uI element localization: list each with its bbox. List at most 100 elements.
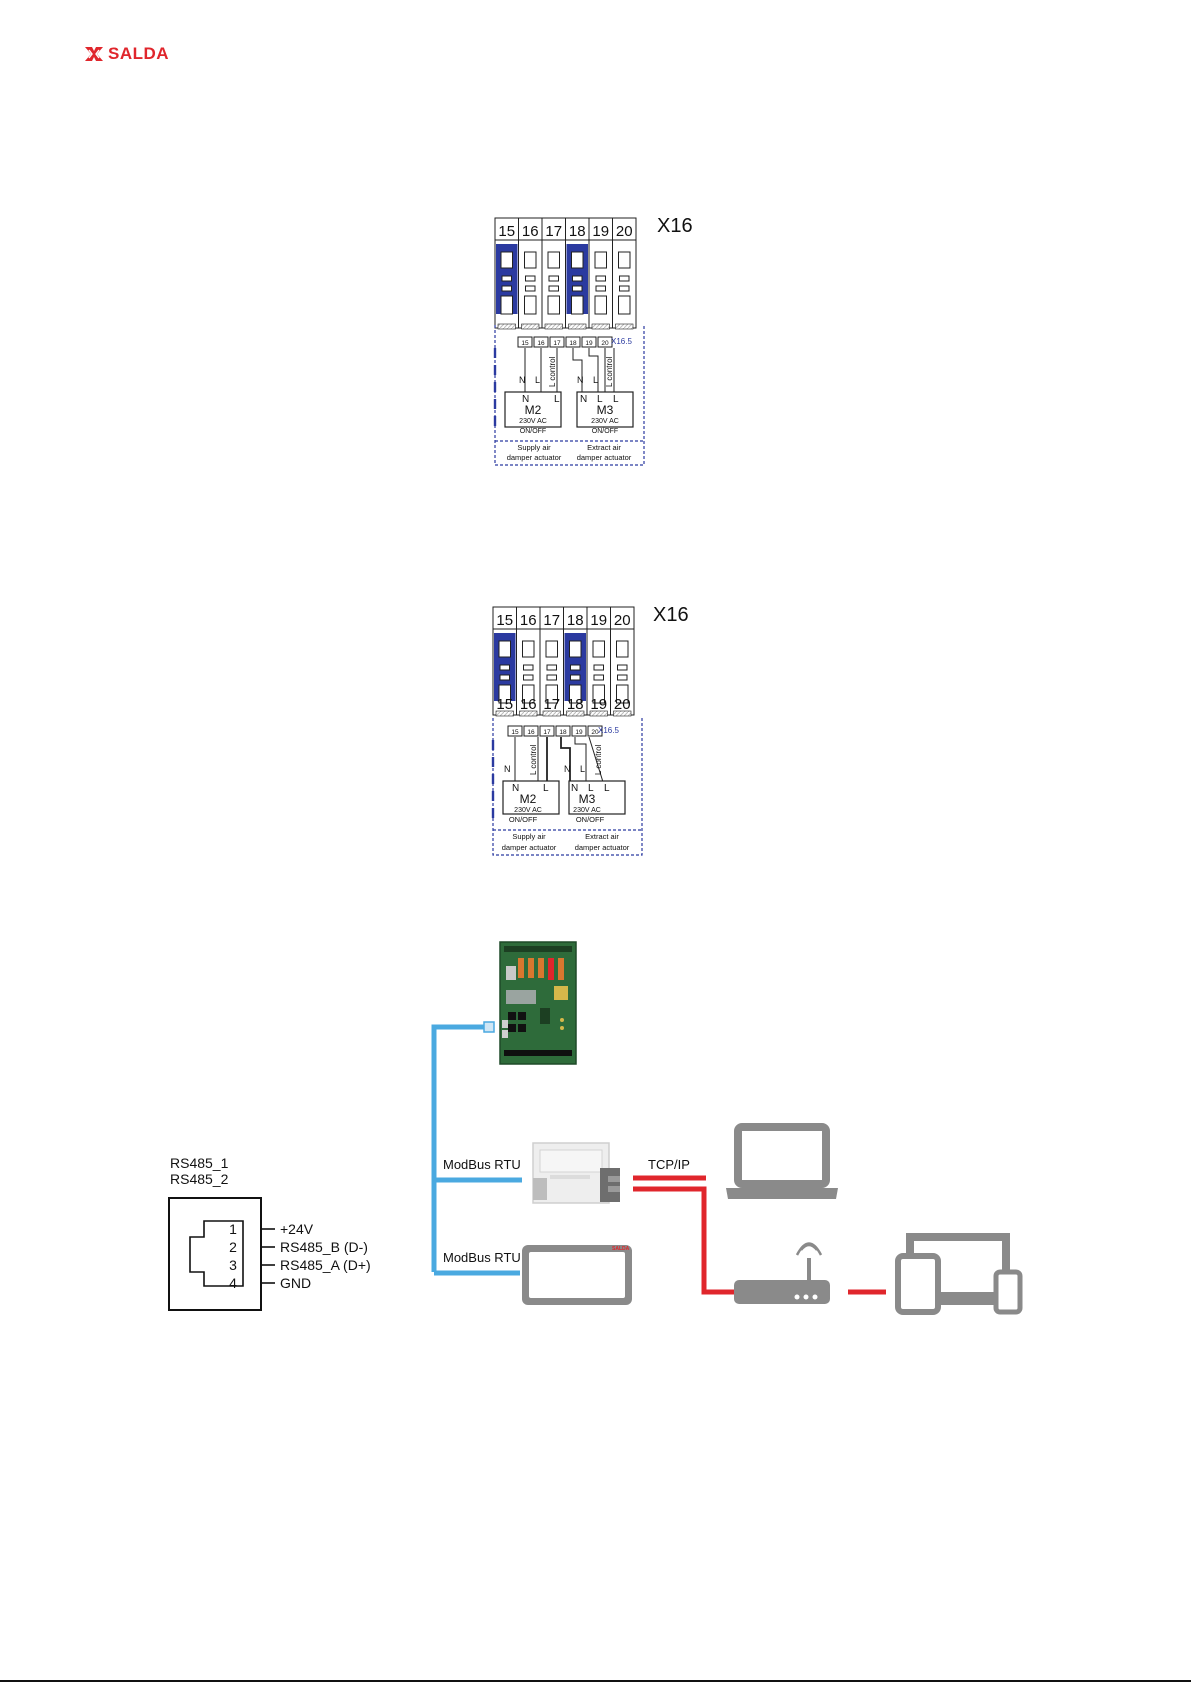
network-diagram: ModBus RTU ModBus RTU TCP/IP SALD xyxy=(168,941,1023,1315)
terminal-number-bottom: 20 xyxy=(614,696,631,713)
pin-signal: GND xyxy=(280,1275,311,1291)
svg-text:18: 18 xyxy=(569,340,577,347)
m3-terminal-n: N xyxy=(580,394,587,405)
m2-name: M2 xyxy=(520,792,537,806)
m3-name: M3 xyxy=(597,403,614,417)
small-terminal-18: 18 xyxy=(555,725,571,737)
wire-label-n-m3: N xyxy=(564,764,571,774)
brand-name: SALDA xyxy=(108,44,170,63)
controller-board-image xyxy=(499,941,577,1065)
m2-terminal-l: L xyxy=(554,394,560,405)
terminal-number: 19 xyxy=(592,223,609,240)
pin-signal: +24V xyxy=(280,1221,314,1237)
modbus-label-2: ModBus RTU xyxy=(443,1250,521,1265)
pin-number: 2 xyxy=(229,1239,237,1255)
wire-label-l-control-m3: L control xyxy=(605,356,614,387)
wire-label-l-control: L control xyxy=(529,744,538,775)
supply-label-1: Supply air xyxy=(517,443,551,452)
m3-terminal-n: N xyxy=(571,783,578,794)
terminal-number: 17 xyxy=(543,612,560,629)
modbus-label-1: ModBus RTU xyxy=(443,1157,521,1172)
m2-voltage: 230V AC xyxy=(514,807,542,814)
small-terminal-19: 19 xyxy=(581,336,597,348)
pin-signal: RS485_A (D+) xyxy=(280,1257,371,1273)
laptop-icon xyxy=(726,1123,838,1199)
terminal-15: 15 xyxy=(494,217,519,330)
m3-mode: ON/OFF xyxy=(592,428,618,435)
svg-text:19: 19 xyxy=(575,729,583,736)
pin-row-1: 1 +24V xyxy=(229,1221,314,1237)
pin-row-2: 2 RS485_B (D-) xyxy=(229,1239,368,1255)
svg-text:16: 16 xyxy=(527,729,535,736)
terminal-19: 19 xyxy=(586,606,611,717)
svg-text:15: 15 xyxy=(521,340,529,347)
terminal-number-bottom: 19 xyxy=(590,696,607,713)
gateway-device-image xyxy=(532,1142,620,1204)
small-terminal-15: 15 xyxy=(507,725,523,737)
terminal-16: 16 xyxy=(516,606,541,717)
wires-2 xyxy=(514,736,604,783)
wire-label-l-control-m3: L control xyxy=(594,744,603,775)
motor-m2-box xyxy=(504,391,562,428)
terminal-number: 17 xyxy=(545,223,562,240)
panel-brand: SALDA xyxy=(612,1246,630,1252)
terminal-number: 18 xyxy=(569,223,586,240)
devices-icon xyxy=(895,1233,1023,1315)
terminal-number: 15 xyxy=(498,223,515,240)
rj-socket-drawing xyxy=(168,1197,262,1311)
terminal-20: 20 xyxy=(610,606,635,717)
terminal-number: 15 xyxy=(496,612,513,629)
supply-label-1: Supply air xyxy=(512,832,546,841)
extract-label-1: Extract air xyxy=(585,832,619,841)
motor-m2-box xyxy=(502,780,560,815)
supply-label-2: damper actuator xyxy=(502,843,557,852)
m3-name: M3 xyxy=(579,792,596,806)
small-terminal-20: 20 xyxy=(587,725,603,737)
terminal-number: 19 xyxy=(590,612,607,629)
small-terminal-17: 17 xyxy=(539,725,555,737)
router-icon xyxy=(734,1242,830,1304)
m3-mode: ON/OFF xyxy=(576,815,605,824)
wire-label-n-m3: N xyxy=(577,375,584,385)
salda-logo-icon xyxy=(85,47,103,61)
small-terminal-15: 15 xyxy=(517,336,533,348)
terminal-17: 17 xyxy=(541,217,566,330)
small-terminal-18: 18 xyxy=(565,336,581,348)
footer-rule xyxy=(0,1680,1191,1682)
rj-plug-icon xyxy=(483,1021,495,1033)
supply-label-2: damper actuator xyxy=(507,453,562,462)
m2-mode: ON/OFF xyxy=(520,428,546,435)
motor-m3-box xyxy=(576,391,634,428)
svg-text:15: 15 xyxy=(511,729,519,736)
wire-label-l-m3: L xyxy=(593,375,598,385)
m2-name: M2 xyxy=(525,403,542,417)
svg-text:16: 16 xyxy=(537,340,545,347)
tcp-ip-line xyxy=(633,1175,886,1295)
svg-text:17: 17 xyxy=(553,340,561,347)
svg-text:19: 19 xyxy=(585,340,593,347)
extract-label-2: damper actuator xyxy=(575,843,630,852)
terminal-18: 18 xyxy=(563,606,588,717)
small-terminal-16: 16 xyxy=(533,336,549,348)
m2-terminal-l: L xyxy=(543,783,549,794)
svg-text:20: 20 xyxy=(591,729,599,736)
m3-terminal-l2: L xyxy=(604,783,610,794)
m2-voltage: 230V AC xyxy=(519,418,547,425)
touch-panel-icon: SALDA xyxy=(522,1245,632,1305)
extract-label-1: Extract air xyxy=(587,443,621,452)
terminal-19: 19 xyxy=(588,217,613,330)
pin-number: 1 xyxy=(229,1221,237,1237)
port-label-2: RS485_2 xyxy=(170,1171,229,1187)
terminal-number: 20 xyxy=(614,612,631,629)
wire-label-n: N xyxy=(504,764,511,774)
pin-signal: RS485_B (D-) xyxy=(280,1239,368,1255)
m3-terminal-l: L xyxy=(597,394,603,405)
small-terminal-16: 16 xyxy=(523,725,539,737)
